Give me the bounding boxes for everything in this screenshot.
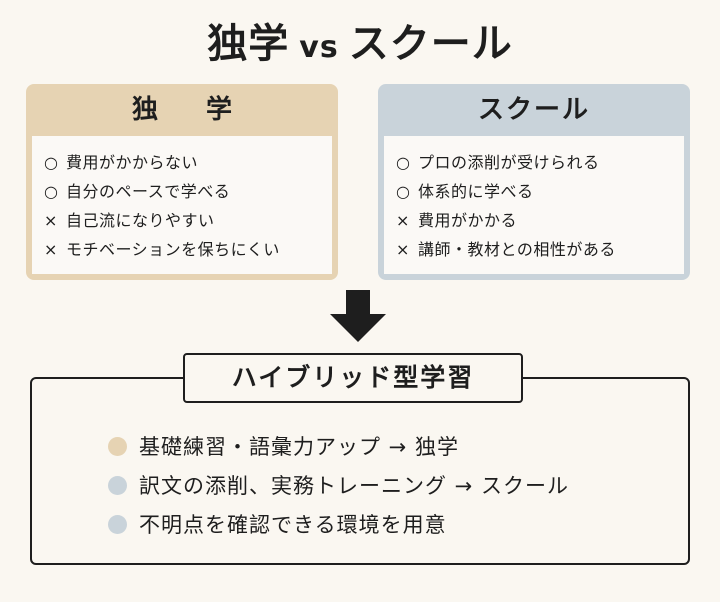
circle-mark-icon: ○ bbox=[44, 153, 59, 172]
title-right: スクール bbox=[348, 21, 513, 67]
dot-icon bbox=[108, 476, 127, 495]
dokugaku-item: ○自分のペースで学べる bbox=[44, 177, 332, 206]
arrow-down-icon bbox=[330, 290, 386, 342]
school-item: ×講師・教材との相性がある bbox=[396, 235, 684, 264]
cross-mark-icon: × bbox=[396, 211, 410, 230]
dot-icon bbox=[108, 515, 127, 534]
school-card: スクール ○プロの添削が受けられる ○体系的に学べる ×費用がかかる ×講師・教… bbox=[378, 84, 690, 280]
circle-mark-icon: ○ bbox=[44, 182, 59, 201]
title-left: 独学 bbox=[207, 21, 290, 67]
cross-mark-icon: × bbox=[396, 240, 410, 259]
dokugaku-item: ×モチベーションを保ちにくい bbox=[44, 235, 332, 264]
cross-mark-icon: × bbox=[44, 240, 58, 259]
dokugaku-card: 独学 ○費用がかからない ○自分のペースで学べる ×自己流になりやすい ×モチベ… bbox=[26, 84, 338, 280]
hybrid-item: 訳文の添削、実務トレーニング → スクール bbox=[108, 467, 569, 506]
hybrid-list: 基礎練習・語彙力アップ → 独学 訳文の添削、実務トレーニング → スクール 不… bbox=[108, 428, 569, 545]
cross-mark-icon: × bbox=[44, 211, 58, 230]
school-item: ○体系的に学べる bbox=[396, 177, 684, 206]
school-list: ○プロの添削が受けられる ○体系的に学べる ×費用がかかる ×講師・教材との相性… bbox=[384, 136, 684, 274]
dokugaku-item: ×自己流になりやすい bbox=[44, 206, 332, 235]
circle-mark-icon: ○ bbox=[396, 182, 411, 201]
dot-icon bbox=[108, 437, 127, 456]
dokugaku-item: ○費用がかからない bbox=[44, 148, 332, 177]
school-heading: スクール bbox=[477, 95, 590, 125]
hybrid-heading: ハイブリッド型学習 bbox=[183, 353, 523, 403]
hybrid-item: 基礎練習・語彙力アップ → 独学 bbox=[108, 428, 569, 467]
school-item: ○プロの添削が受けられる bbox=[396, 148, 684, 177]
hybrid-item: 不明点を確認できる環境を用意 bbox=[108, 506, 569, 545]
dokugaku-list: ○費用がかからない ○自分のペースで学べる ×自己流になりやすい ×モチベーショ… bbox=[32, 136, 332, 274]
page-title: 独学 vs スクール bbox=[0, 18, 720, 74]
title-vs: vs bbox=[299, 30, 339, 65]
school-item: ×費用がかかる bbox=[396, 206, 684, 235]
dokugaku-heading: 独学 bbox=[131, 95, 280, 125]
circle-mark-icon: ○ bbox=[396, 153, 411, 172]
